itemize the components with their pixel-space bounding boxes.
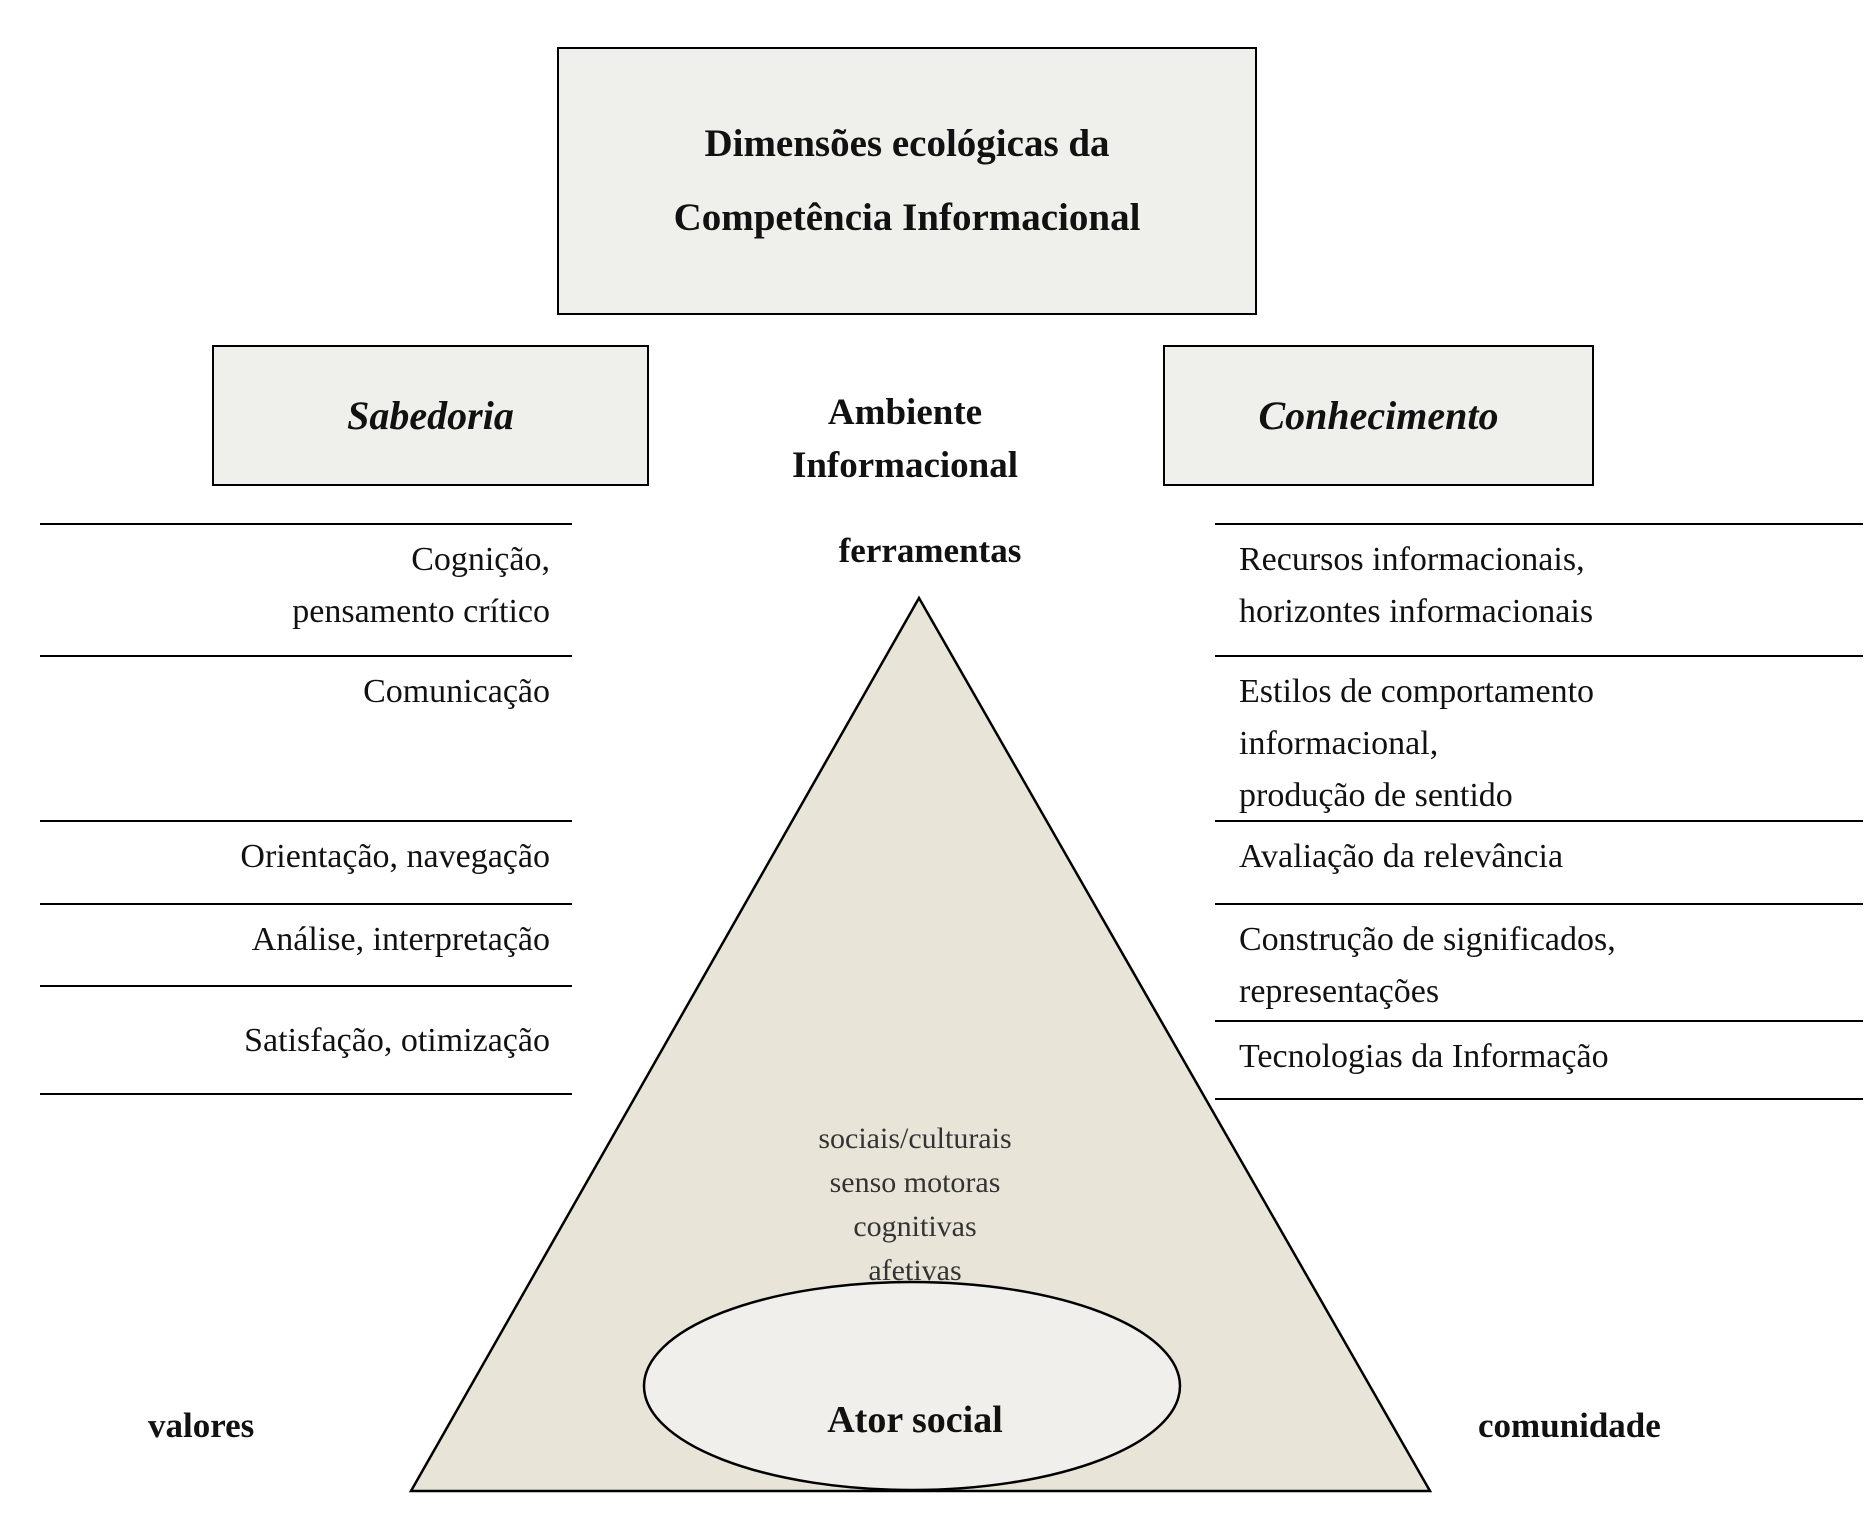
list-item: Construção de significados, representaçõ… [1215, 903, 1863, 1020]
conhecimento-list: Recursos informacionais, horizontes info… [1215, 523, 1863, 1100]
triangle-dimension-labels: sociais/culturais senso motoras cognitiv… [818, 1122, 1012, 1287]
sabedoria-header-label: Sabedoria [347, 393, 514, 438]
ferramentas-label: ferramentas [838, 531, 1022, 570]
title-box: Dimensões ecológicas da Competência Info… [557, 47, 1257, 315]
list-item: Recursos informacionais, horizontes info… [1215, 523, 1863, 655]
ator-social-ellipse [642, 1280, 1182, 1492]
list-item: Tecnologias da Informação [1215, 1020, 1863, 1100]
conhecimento-header-box: Conhecimento [1163, 345, 1594, 486]
ator-social-label: Ator social [827, 1399, 1003, 1441]
sabedoria-header-box: Sabedoria [212, 345, 649, 486]
list-item: Análise, interpretação [40, 903, 572, 985]
conhecimento-header-label: Conhecimento [1258, 393, 1499, 438]
list-item: Comunicação [40, 655, 572, 820]
title-line-1: Dimensões ecológicas da [704, 122, 1110, 165]
list-item: Estilos de comportamento informacional, … [1215, 655, 1863, 820]
list-item: Satisfação, otimização [40, 985, 572, 1095]
ambiente-informacional-label: Ambiente Informacional [791, 392, 1019, 486]
list-item: Cognição, pensamento crítico [40, 523, 572, 655]
title-line-2: Competência Informacional [673, 196, 1141, 239]
comunidade-label: comunidade [1478, 1406, 1661, 1445]
sabedoria-list: Cognição, pensamento crítico Comunicação… [40, 523, 572, 1095]
list-item: Orientação, navegação [40, 820, 572, 903]
valores-label: valores [148, 1406, 255, 1445]
list-item: Avaliação da relevância [1215, 820, 1863, 903]
